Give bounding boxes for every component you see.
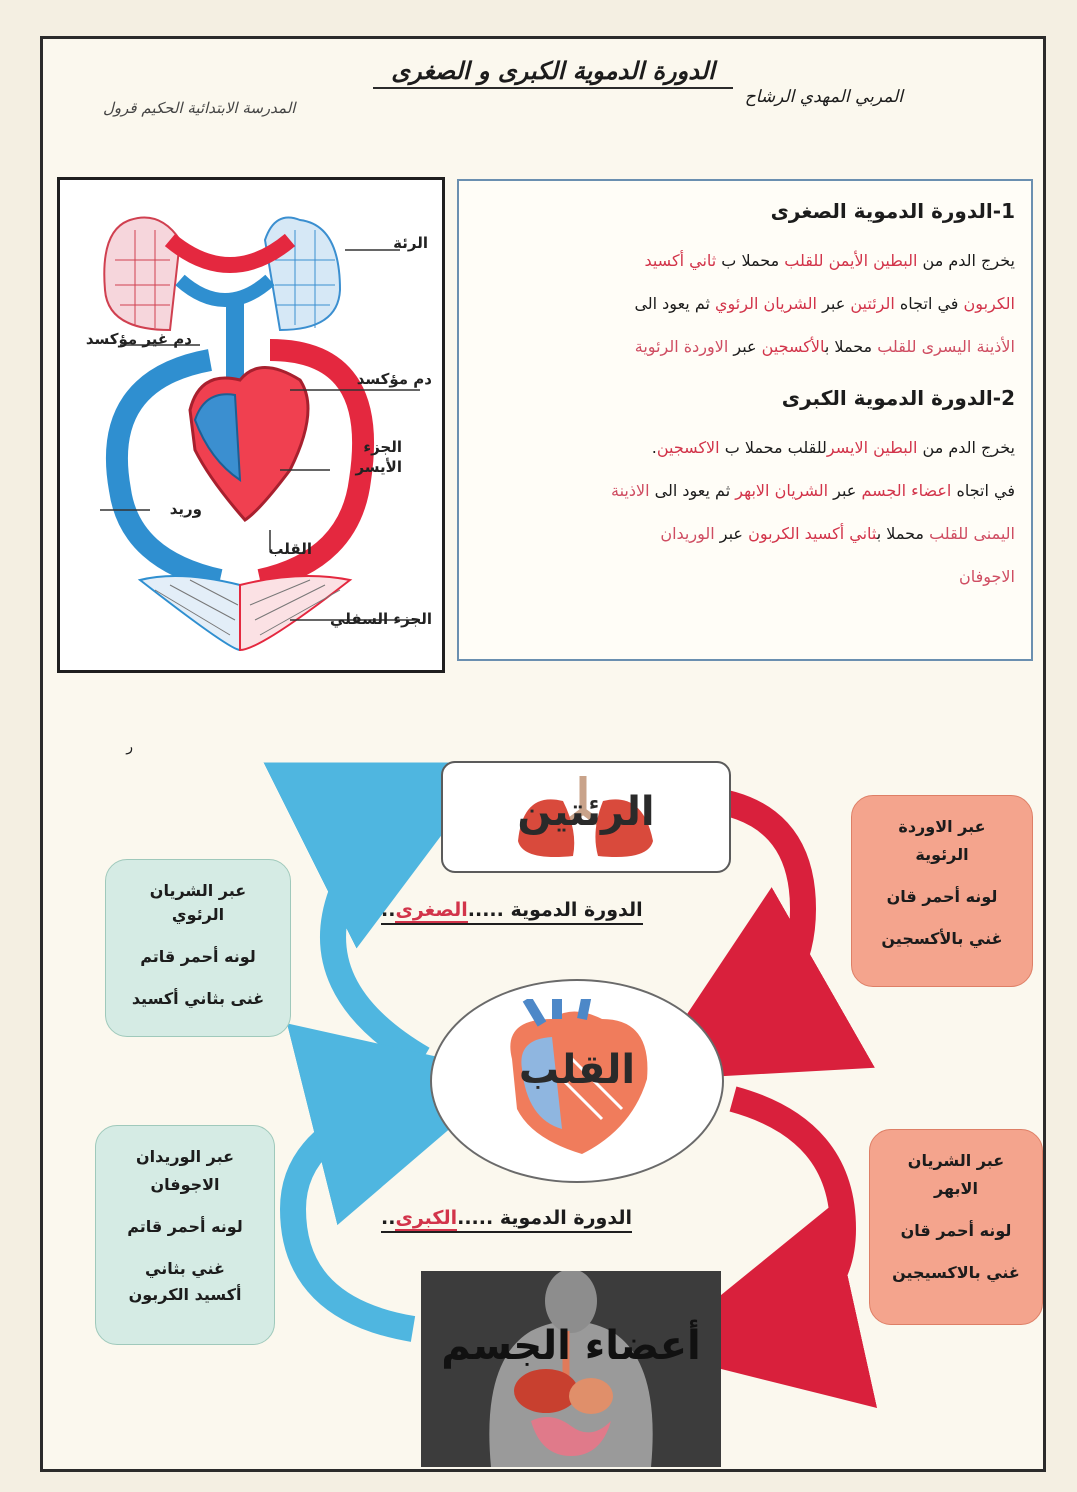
heart-shape xyxy=(188,366,310,522)
label-heart: القلب xyxy=(268,540,312,558)
label-oxygenated: دم مؤكسد xyxy=(356,370,432,388)
arrow-heart-to-body xyxy=(651,1086,878,1408)
arrow-lungs-to-heart xyxy=(642,786,875,1081)
label-deoxygenated: دم غير مؤكسد xyxy=(85,330,192,348)
small-cycle-paragraph: يخرج الدم من البطين الأيمن للقلب محملا ب… xyxy=(475,239,1015,368)
label-lower-part: الجزء السفلي xyxy=(330,610,432,628)
big-cycle-heading: 2-الدورة الدموية الكبرى xyxy=(781,386,1015,410)
card-aorta: عبر الشريان الابهر لونه أحمر قان غني بال… xyxy=(869,1129,1043,1325)
lungs-icon xyxy=(518,776,653,857)
school-name: المدرسة الابتدائية الحكيم قرول xyxy=(103,99,296,117)
card-pulmonary-veins: عبر الاوردة الرئوية لونه أحمر قان غني با… xyxy=(851,795,1033,987)
page-title: الدورة الدموية الكبرى و الصغرى xyxy=(373,57,733,89)
lungs-label: الرئتين xyxy=(517,789,655,835)
small-cycle-line-2: الكربون في اتجاه الرئتين عبر الشريان الر… xyxy=(634,294,1015,313)
lungs-shape xyxy=(103,216,342,332)
label-lungs: الرئة xyxy=(393,234,428,252)
big-cycle-line-3: اليمنى للقلب محملا بثاني أكسيد الكربون ع… xyxy=(660,524,1015,543)
circulation-diagram: الرئة دم غير مؤكسد دم مؤكسد الجزء الأيسر… xyxy=(57,177,445,673)
label-left-part-2: الأيسر xyxy=(355,458,402,476)
capillary-bed xyxy=(137,575,353,652)
heart-oval: القلب xyxy=(430,979,724,1183)
card-pulmonary-artery: عبر الشريان الرئوي لونه أحمر قاتم غنى بث… xyxy=(105,859,291,1037)
heart-anatomy-icon xyxy=(510,999,648,1154)
small-cycle-line-3: الأذينة اليسرى للقلب محملا بالأكسجين عبر… xyxy=(634,337,1015,356)
big-cycle-paragraph: يخرج الدم من البطين الايسرللقلب محملا ب … xyxy=(475,426,1015,598)
label-left-part-1: الجزء xyxy=(363,438,402,456)
cycle-arrows xyxy=(263,762,878,1408)
arrow-heart-to-lungs xyxy=(263,762,496,1071)
torso-icon xyxy=(489,1271,653,1467)
heart-label: القلب xyxy=(518,1047,636,1093)
circulation-illustration xyxy=(100,216,420,652)
small-cycle-line-1: يخرج الدم من البطين الأيمن للقلب محملا ب… xyxy=(644,251,1015,270)
small-cycle-caption: الدورة الدموية .....الصغرى.. xyxy=(381,899,643,925)
big-cycle-line-4: الاجوفان xyxy=(959,567,1015,586)
card-vena-cava: عبر الوريدان الاجوفان لونه أحمر قاتم غني… xyxy=(95,1125,275,1345)
body-organs-label: أعضاء الجسم xyxy=(441,1323,701,1369)
explanation-panel: 1-الدورة الدموية الصغرى يخرج الدم من الب… xyxy=(457,179,1033,661)
small-cycle-heading: 1-الدورة الدموية الصغرى xyxy=(770,199,1015,223)
worksheet: الدورة الدموية الكبرى و الصغرى المربي ال… xyxy=(40,36,1046,1472)
big-cycle-line-2: في اتجاه اعضاء الجسم عبر الشريان الابهر … xyxy=(611,481,1015,500)
big-cycle-caption: الدورة الدموية .....الكبرى.. xyxy=(381,1207,632,1233)
teacher-name: المربي المهدي الرشاح xyxy=(744,87,903,107)
body-organs-box: أعضاء الجسم xyxy=(421,1271,721,1467)
stray-mark: ر xyxy=(126,739,133,755)
lungs-box: الرئتين xyxy=(441,761,731,873)
label-vein: وريد xyxy=(169,500,202,518)
arrow-body-to-heart xyxy=(279,1023,514,1342)
big-cycle-line-1: يخرج الدم من البطين الايسرللقلب محملا ب … xyxy=(651,438,1015,457)
